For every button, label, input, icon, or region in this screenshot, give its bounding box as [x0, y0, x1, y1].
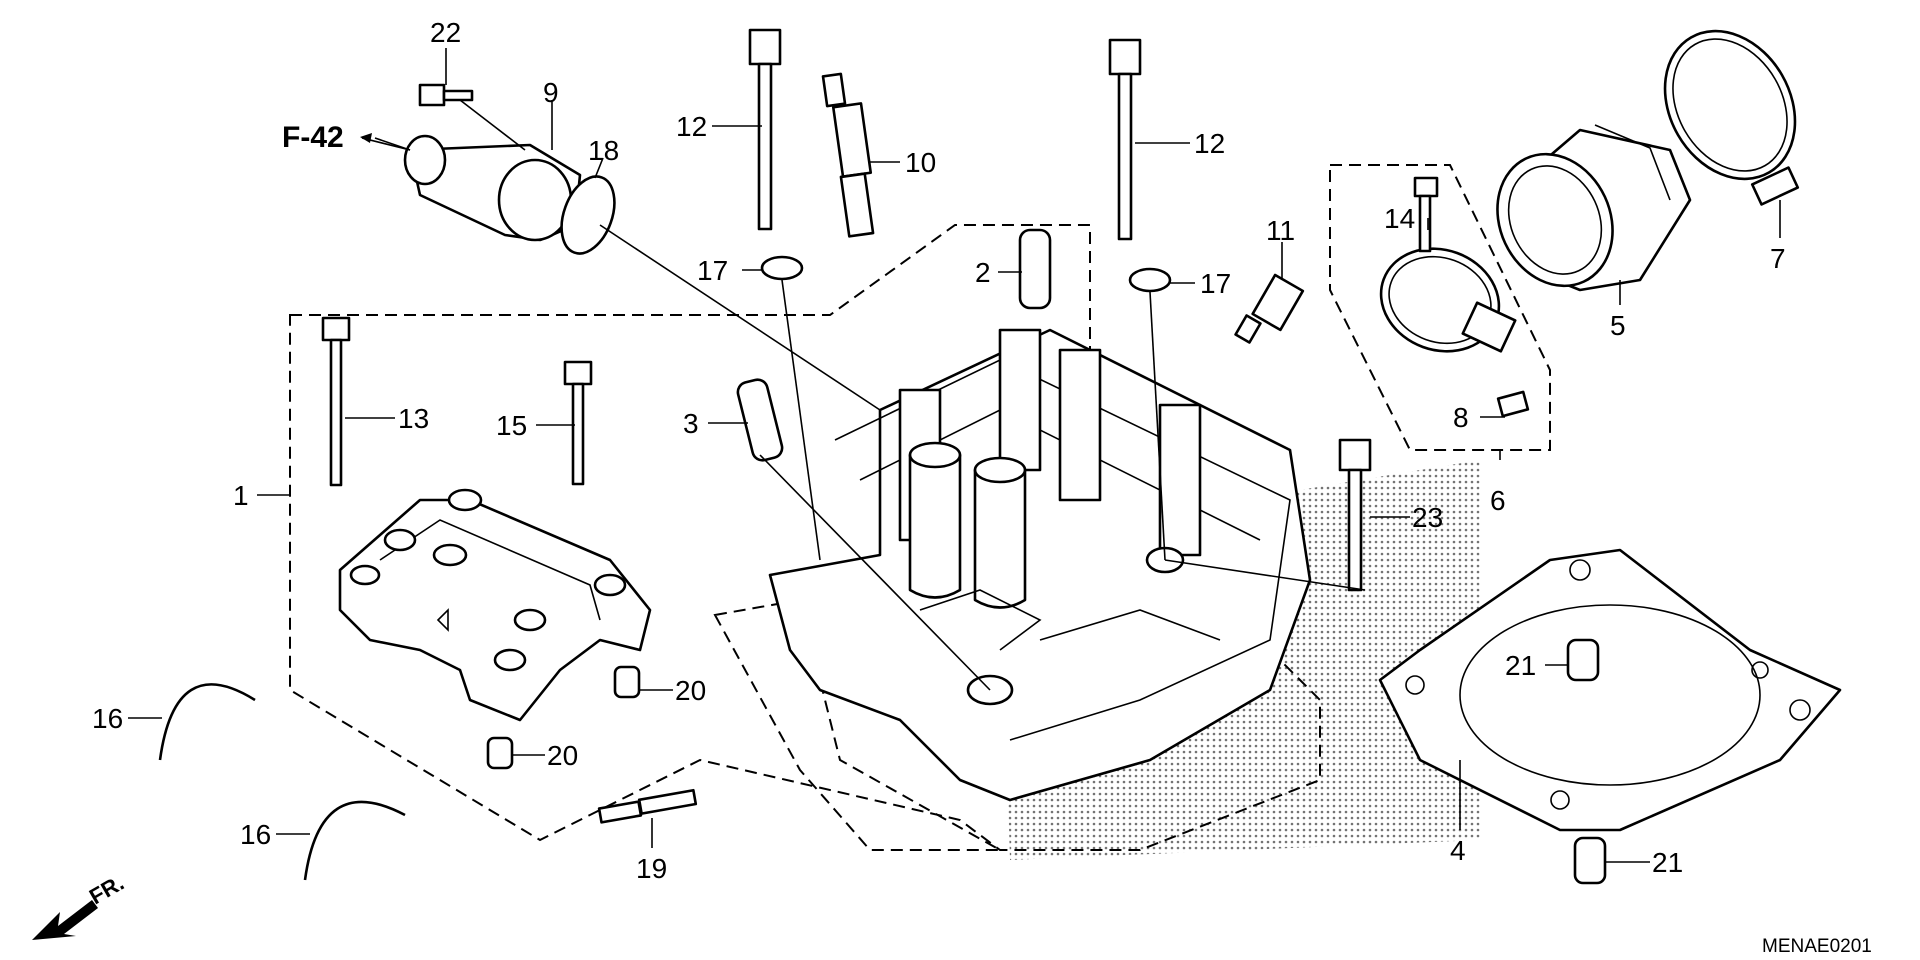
bolt-13	[321, 316, 351, 487]
callout-23: 23	[1412, 502, 1443, 533]
bolt-12-left	[748, 28, 782, 231]
callout-15: 15	[496, 410, 527, 441]
callout-19: 19	[636, 853, 667, 884]
callout-12-left: 12	[676, 111, 707, 142]
diagram-code: MENAE0201	[1762, 936, 1872, 957]
insulator-5	[1496, 124, 1692, 292]
callout-6: 6	[1490, 485, 1506, 516]
callout-13: 13	[398, 403, 429, 434]
callout-18: 18	[588, 135, 619, 166]
bolt-12-right	[1108, 38, 1142, 241]
bolt-22	[418, 83, 474, 107]
guide-arc-16-upper	[158, 683, 256, 761]
group-outline-6	[1329, 164, 1551, 451]
leader-lines	[128, 48, 1781, 863]
callout-12-right: 12	[1194, 128, 1225, 159]
callout-2: 2	[975, 257, 991, 288]
clamp-7	[1663, 29, 1800, 206]
callout-14: 14	[1384, 203, 1415, 234]
bolt-15	[563, 360, 593, 486]
guide-arc-16-lower	[303, 800, 406, 881]
callout-20-upper: 20	[675, 675, 706, 706]
callout-16-upper: 16	[92, 703, 123, 734]
spark-plug	[821, 72, 875, 238]
callout-21-lower: 21	[1652, 847, 1683, 878]
callout-4: 4	[1450, 835, 1466, 866]
callout-21-upper: 21	[1505, 650, 1536, 681]
o-ring-18	[560, 175, 616, 255]
water-joint	[403, 134, 582, 242]
callout-16-lower: 16	[240, 819, 271, 850]
callout-9: 9	[543, 77, 559, 108]
camshaft-holder	[338, 488, 652, 722]
valve-guide-3	[736, 378, 784, 462]
dowel-21-lower	[1573, 836, 1607, 885]
callout-5: 5	[1610, 310, 1626, 341]
washer-17-right	[1128, 267, 1172, 293]
callout-17-left: 17	[697, 255, 728, 286]
clamp-band	[1379, 247, 1517, 353]
screw-14	[1413, 176, 1439, 253]
temperature-sensor	[1234, 273, 1305, 344]
callout-7: 7	[1770, 243, 1786, 274]
reference-label: F-42	[282, 121, 344, 154]
callout-3: 3	[683, 408, 699, 439]
washer-17-left	[760, 255, 804, 281]
dowel-21-upper	[1566, 638, 1600, 682]
callout-17-right: 17	[1200, 268, 1231, 299]
stud-19	[597, 788, 698, 824]
callout-10: 10	[905, 147, 936, 178]
valve-guide-2	[1018, 228, 1052, 310]
reference-arrow	[360, 133, 411, 151]
callout-11: 11	[1266, 215, 1295, 246]
callout-22: 22	[430, 17, 461, 48]
nut-8	[1496, 390, 1530, 418]
callout-20-lower: 20	[547, 740, 578, 771]
cylinder-head	[768, 328, 1312, 802]
head-gasket	[1378, 548, 1842, 832]
fr-arrow-icon	[32, 900, 98, 940]
bolt-23	[1338, 438, 1372, 592]
dowel-20-lower	[486, 736, 514, 770]
dowel-20-upper	[613, 665, 641, 699]
callout-1: 1	[233, 480, 249, 511]
callout-8: 8	[1453, 402, 1469, 433]
